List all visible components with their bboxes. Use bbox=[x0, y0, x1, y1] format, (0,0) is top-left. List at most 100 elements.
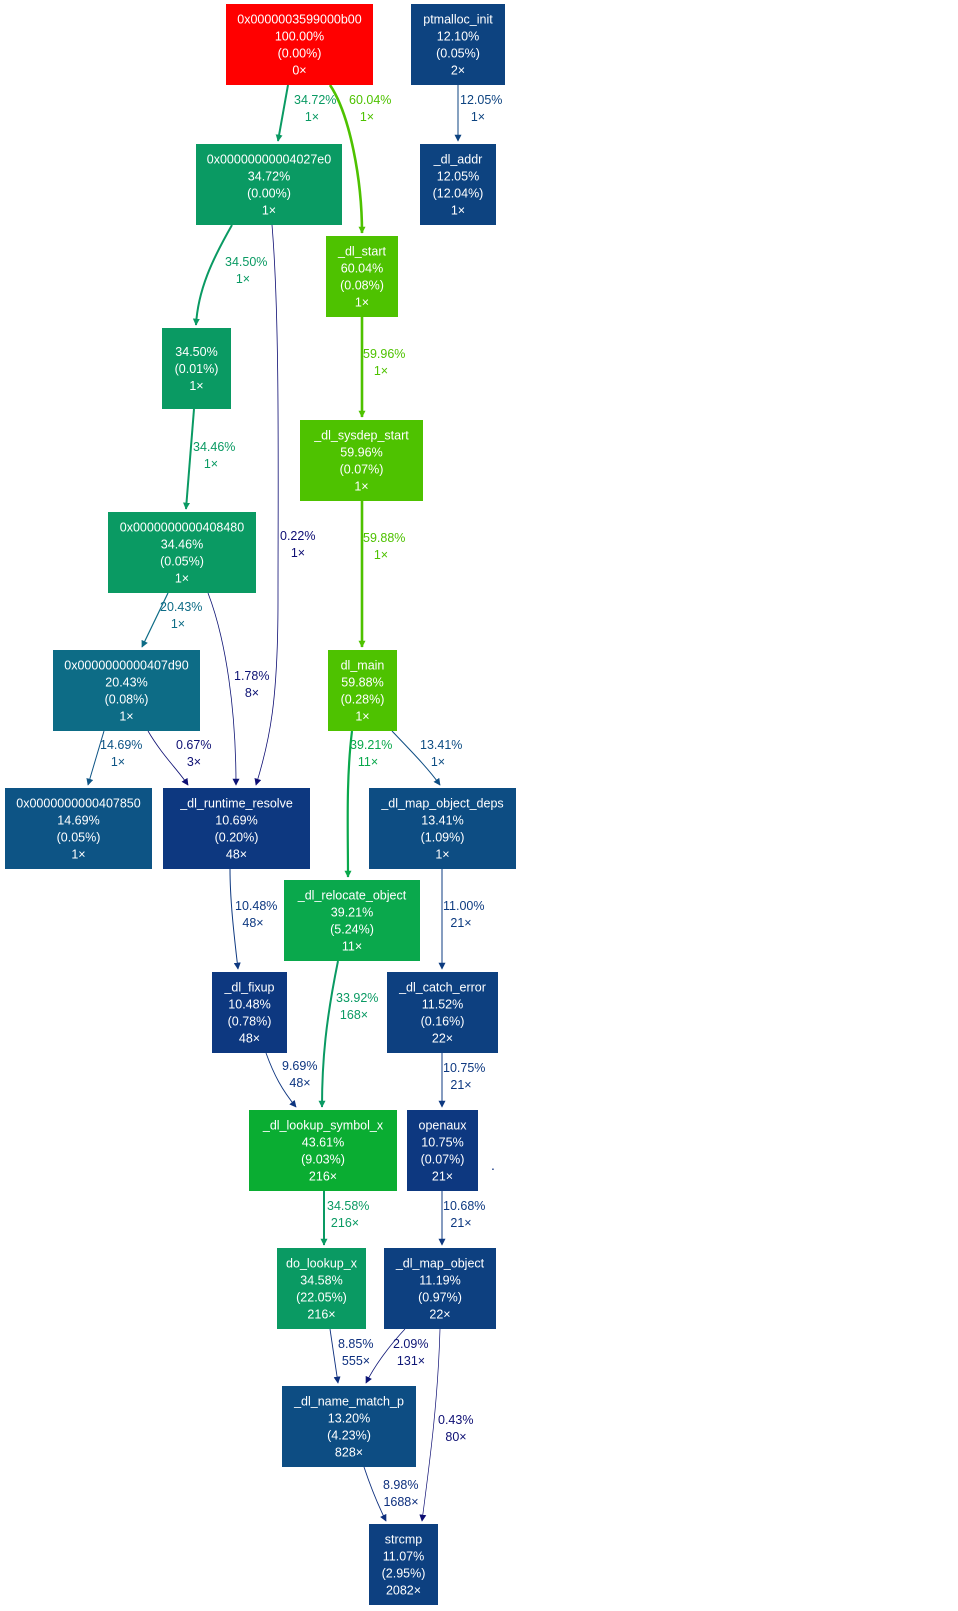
node-label-line: (0.08%) bbox=[340, 279, 384, 293]
edge-mapobj-to-namematch: 2.09% 131× bbox=[365, 1328, 428, 1384]
edge-n8480-to-rtres: 1.78% 8× bbox=[207, 592, 269, 786]
edge-line bbox=[318, 960, 339, 1108]
edge-line bbox=[275, 84, 289, 142]
node-label-line: 0x0000000000408480 bbox=[120, 521, 244, 535]
node-label-line: 60.04% bbox=[341, 262, 383, 276]
edge-dlstart-to-sysdep: 59.96%1× bbox=[358, 317, 405, 418]
edge-calls-label: 131× bbox=[397, 1354, 425, 1368]
node-label-line: (0.28%) bbox=[341, 693, 385, 707]
node-box bbox=[249, 1110, 397, 1191]
node-box bbox=[162, 328, 231, 409]
edge-n7d90-to-rtres: 0.67%3× bbox=[147, 730, 211, 786]
edge-n27e0-to-rtres: 0.22%1× bbox=[254, 224, 315, 786]
node-box bbox=[369, 788, 516, 869]
edge-calls-label: 48× bbox=[242, 916, 263, 930]
edge-calls-label: 216× bbox=[331, 1216, 359, 1230]
node-label-line: 34.50% bbox=[175, 345, 217, 359]
node-lookup: _dl_lookup_symbol_x43.61%(9.03%)216× bbox=[249, 1110, 397, 1191]
edge-calls-label: 1× bbox=[431, 755, 445, 769]
node-label-line: _dl_relocate_object bbox=[297, 889, 407, 903]
edge-calls-label: 1× bbox=[171, 617, 185, 631]
edge-ptm-to-dladdr: 12.05%1× bbox=[454, 85, 502, 142]
node-label-line: 828× bbox=[335, 1446, 363, 1460]
node-label-line: 1× bbox=[354, 480, 368, 494]
node-label-line: 10.69% bbox=[215, 814, 257, 828]
node-label-line: 0× bbox=[292, 64, 306, 78]
edge-calls-label: 1× bbox=[204, 457, 218, 471]
node-label-line: 1× bbox=[71, 848, 85, 862]
node-label-line: (0.05%) bbox=[160, 555, 204, 569]
node-label-line: 34.72% bbox=[248, 170, 290, 184]
node-label-line: (0.16%) bbox=[421, 1015, 465, 1029]
edge-percent-label: 8.98% bbox=[383, 1478, 418, 1492]
node-label-line: do_lookup_x bbox=[286, 1257, 358, 1271]
edge-line bbox=[344, 730, 354, 878]
edge-percent-label: 2.09% bbox=[393, 1337, 428, 1351]
node-label-line: 59.96% bbox=[340, 446, 382, 460]
edge-percent-label: 60.04% bbox=[349, 93, 391, 107]
edge-calls-label: 1× bbox=[360, 110, 374, 124]
node-label-line: 13.20% bbox=[328, 1412, 370, 1426]
edge-line bbox=[254, 224, 279, 786]
node-box bbox=[5, 788, 152, 869]
node-label-line: 11.52% bbox=[422, 998, 463, 1012]
edge-dlmain-to-mapdeps: 13.41%1× bbox=[391, 730, 462, 786]
edge-percent-label: 0.22% bbox=[280, 529, 315, 543]
node-label-line: (2.95%) bbox=[382, 1567, 426, 1581]
edge-line bbox=[207, 592, 240, 786]
node-box bbox=[277, 1248, 366, 1329]
node-label-line: (0.00%) bbox=[278, 47, 322, 61]
edge-percent-label: 10.75% bbox=[443, 1061, 485, 1075]
node-label-line: (22.05%) bbox=[296, 1291, 347, 1305]
node-label-line: (5.24%) bbox=[330, 923, 374, 937]
node-box bbox=[420, 144, 496, 225]
edge-mapdeps-to-catch: 11.00%21× bbox=[438, 869, 484, 970]
node-label-line: _dl_sysdep_start bbox=[313, 429, 409, 443]
node-box bbox=[328, 650, 397, 731]
edge-calls-label: 1× bbox=[374, 548, 388, 562]
edge-line bbox=[419, 1328, 441, 1522]
node-label-line: 0x0000000000407850 bbox=[16, 797, 140, 811]
node-label-line: _dl_map_object_deps bbox=[380, 797, 503, 811]
node-label-line: _dl_runtime_resolve bbox=[179, 797, 293, 811]
edge-line bbox=[192, 224, 233, 326]
edge-percent-label: 14.69% bbox=[100, 738, 142, 752]
edge-mapobj-to-strcmp: 0.43%80× bbox=[419, 1328, 473, 1522]
node-label-line: 11.07% bbox=[383, 1550, 424, 1564]
node-label-line: 14.69% bbox=[57, 814, 99, 828]
node-box bbox=[163, 788, 310, 869]
edge-calls-label: 8× bbox=[245, 686, 259, 700]
node-label-line: 1× bbox=[435, 848, 449, 862]
edge-n27e0-to-anon: 34.50%1× bbox=[192, 224, 267, 326]
node-label-line: 43.61% bbox=[302, 1136, 344, 1150]
edge-percent-label: 39.21% bbox=[350, 738, 392, 752]
node-anon: 34.50%(0.01%)1× bbox=[162, 328, 231, 409]
edge-line bbox=[229, 868, 241, 970]
node-label-line: 0x00000000004027e0 bbox=[207, 153, 331, 167]
edge-percent-label: 1.78% bbox=[234, 669, 269, 683]
node-label-line: (0.05%) bbox=[436, 47, 480, 61]
edge-calls-label: 1× bbox=[236, 272, 250, 286]
edge-line bbox=[141, 592, 169, 648]
edge-percent-label: 10.68% bbox=[443, 1199, 485, 1213]
node-label-line: _dl_catch_error bbox=[398, 981, 486, 995]
edge-percent-label: 59.96% bbox=[363, 347, 405, 361]
edge-percent-label: 0.67% bbox=[176, 738, 211, 752]
edge-calls-label: 48× bbox=[289, 1076, 310, 1090]
edge-rtres-to-fixup: 10.48%48× bbox=[229, 868, 277, 970]
node-box bbox=[108, 512, 256, 593]
node-label-line: 100.00% bbox=[275, 30, 324, 44]
node-label-line: (0.01%) bbox=[175, 362, 219, 376]
node-label-line: dl_main bbox=[341, 659, 385, 673]
node-label-line: _dl_name_match_p bbox=[293, 1395, 404, 1409]
node-box bbox=[196, 144, 342, 225]
